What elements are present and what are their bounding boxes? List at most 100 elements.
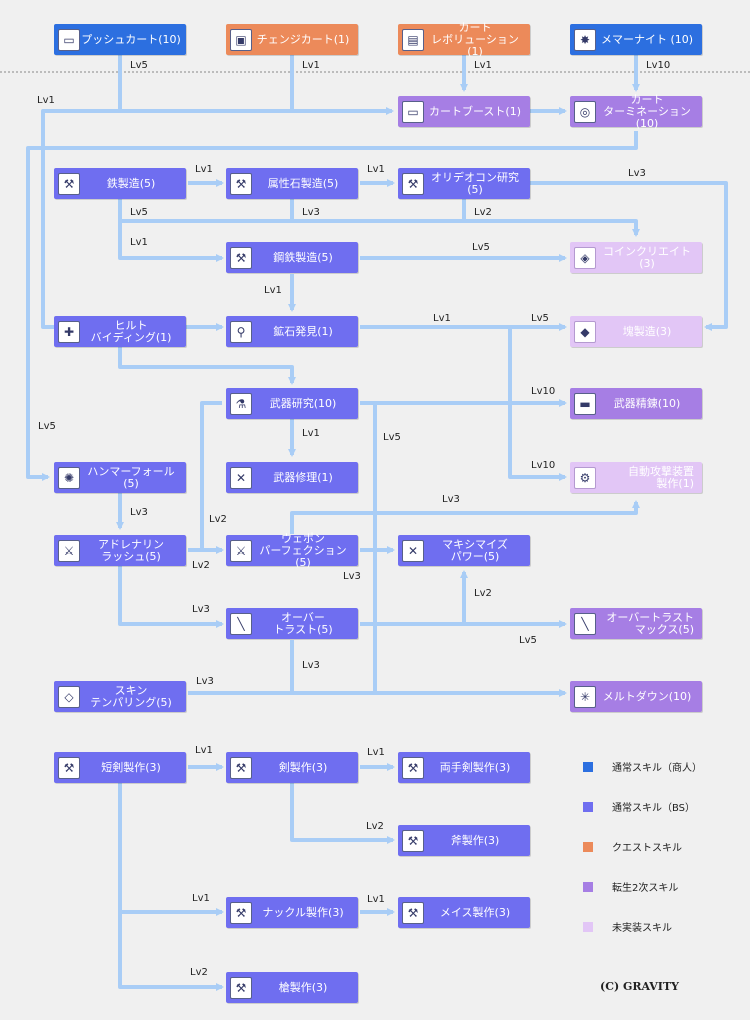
shield-icon: ◇ [58,685,80,708]
hilt-icon: ✚ [58,320,80,343]
skill-hilt-binding[interactable]: ✚ ヒルト バイディング(1) [54,316,186,347]
nugget-icon: ◆ [574,320,596,343]
legend-label: 通常スキル（商人） [612,763,702,774]
skill-label: 剣製作(3) [278,760,328,774]
level-label: Lv3 [192,604,210,615]
skill-label: 槍製作(3) [278,980,328,994]
skill-meltdown[interactable]: ✳ メルトダウン(10) [570,681,702,712]
anvil-icon: ⚒ [230,246,252,269]
level-label: Lv3 [302,207,320,218]
skill-oridecon-research[interactable]: ⚒ オリデオコン研究(5) [398,168,530,199]
level-label: Lv5 [130,207,148,218]
skill-push-cart[interactable]: ▭ プッシュカート(10) [54,24,186,55]
skill-label: 斧製作(3) [450,833,500,847]
level-label: Lv3 [343,571,361,582]
skill-label: カートブースト(1) [428,104,522,118]
skill-weapon-research[interactable]: ⚗ 武器研究(10) [226,388,358,419]
skill-label: ウェポン パーフェクション(5) [259,531,347,569]
skill-skin-tempering[interactable]: ◇ スキン テンパリング(5) [54,681,186,712]
connector-hilt-to-research [118,345,296,385]
level-label: Lv3 [196,676,214,687]
hammer-icon: ⚒ [58,756,80,779]
skill-label: アドレナリン ラッシュ(5) [98,537,164,563]
legend-unimplemented: 未実装スキル [583,919,672,934]
skill-spear-craft[interactable]: ⚒ 槍製作(3) [226,972,358,1003]
skill-sword-craft[interactable]: ⚒ 剣製作(3) [226,752,358,783]
hammer-icon: ⚒ [402,901,424,924]
legend-merchant: 通常スキル（商人） [583,759,702,774]
level-label: Lv5 [531,313,549,324]
skill-auto-attack-device[interactable]: ⚙ 自動攻撃装置 製作(1) [570,462,702,493]
skill-steel-tempering[interactable]: ⚒ 鋼鉄製造(5) [226,242,358,273]
coin-icon: ◈ [574,246,596,269]
skill-label: 武器修理(1) [273,470,333,484]
connector-oridecon-to-nugget [530,181,728,331]
level-label: Lv3 [628,168,646,179]
level-label: Lv1 [130,237,148,248]
skill-label: 短剣製作(3) [101,760,161,774]
skill-label: コインクリエイト(3) [603,244,691,270]
skill-two-hand-sword-craft[interactable]: ⚒ 両手剣製作(3) [398,752,530,783]
skill-label: オーバー トラスト(5) [273,610,333,636]
level-label: Lv1 [264,285,282,296]
legend-swatch [583,881,593,892]
skill-label: ヒルト バイディング(1) [90,318,172,344]
anvil-icon: ⚒ [402,172,424,195]
connector-sword-to-axe [290,783,395,844]
legend-swatch [583,801,593,812]
hammer-icon: ⚒ [402,756,424,779]
skill-iron-tempering[interactable]: ⚒ 鉄製造(5) [54,168,186,199]
level-label: Lv10 [531,460,556,471]
skill-hammer-fall[interactable]: ✺ ハンマーフォール(5) [54,462,186,493]
connector-iron-to-steel [118,221,224,262]
skill-over-thrust-max[interactable]: ╲ オーバートラスト マックス(5) [570,608,702,639]
skill-ore-discovery[interactable]: ⚲ 鉱石発見(1) [226,316,358,347]
skill-knuckle-craft[interactable]: ⚒ ナックル製作(3) [226,897,358,928]
skill-label: メルトダウン(10) [602,689,692,703]
skill-label: 鉱石発見(1) [273,324,333,338]
level-label: Lv1 [195,745,213,756]
skill-weapon-repair[interactable]: ✕ 武器修理(1) [226,462,358,493]
skill-enchantstone-craft[interactable]: ⚒ 属性石製造(5) [226,168,358,199]
axe-icon: ⚔ [58,539,80,562]
level-label: Lv10 [646,60,671,71]
anvil-icon: ⚒ [58,172,80,195]
skill-label: ハンマーフォール(5) [87,464,175,490]
skill-axe-craft[interactable]: ⚒ 斧製作(3) [398,825,530,856]
level-label: Lv2 [192,560,210,571]
skill-coin-craft[interactable]: ◈ コインクリエイト(3) [570,242,702,273]
skill-cart-termination[interactable]: ◎ カート ターミネーション(10) [570,93,702,129]
skill-maximize-power[interactable]: ✕ マキシマイズ パワー(5) [398,535,530,566]
skill-cart-revolution[interactable]: ▤ カート レボリューション(1) [398,21,530,57]
level-label: Lv1 [474,60,492,71]
connector-research-to-perfection [200,401,224,554]
legend-swatch [583,841,593,852]
level-label: Lv5 [519,635,537,646]
hammer-icon: ⚒ [230,976,252,999]
connector-trunk-to-auto [508,327,567,481]
skill-mace-craft[interactable]: ⚒ メイス製作(3) [398,897,530,928]
skill-nugget-craft[interactable]: ◆ 塊製造(3) [570,316,702,347]
skill-dagger-craft[interactable]: ⚒ 短剣製作(3) [54,752,186,783]
skill-change-cart[interactable]: ▣ チェンジカート(1) [226,24,358,55]
skill-cart-boost[interactable]: ▭ カートブースト(1) [398,96,530,127]
swirl-icon: ◎ [574,100,596,123]
skill-label: 鉄製造(5) [106,176,156,190]
legend-trans: 転生2次スキル [583,879,678,894]
skill-weapon-refine[interactable]: ▬ 武器精錬(10) [570,388,702,419]
copyright: (C) GRAVITY [600,980,679,993]
skill-mammonite[interactable]: ✸ メマーナイト (10) [570,24,702,55]
skill-label: 自動攻撃装置 製作(1) [628,464,694,490]
level-label: Lv5 [383,432,401,443]
skill-label: 属性石製造(5) [267,176,339,190]
skill-weapon-perfection[interactable]: ⚔ ウェポン パーフェクション(5) [226,531,358,569]
legend-bs: 通常スキル（BS） [583,799,695,814]
level-label: Lv1 [367,164,385,175]
skill-over-thrust[interactable]: ╲ オーバー トラスト(5) [226,608,358,639]
anvil-icon: ⚒ [230,172,252,195]
skill-label: 武器研究(10) [269,396,337,410]
device-icon: ⚙ [574,466,596,489]
level-label: Lv1 [302,428,320,439]
skill-adrenaline-rush[interactable]: ⚔ アドレナリン ラッシュ(5) [54,535,186,566]
